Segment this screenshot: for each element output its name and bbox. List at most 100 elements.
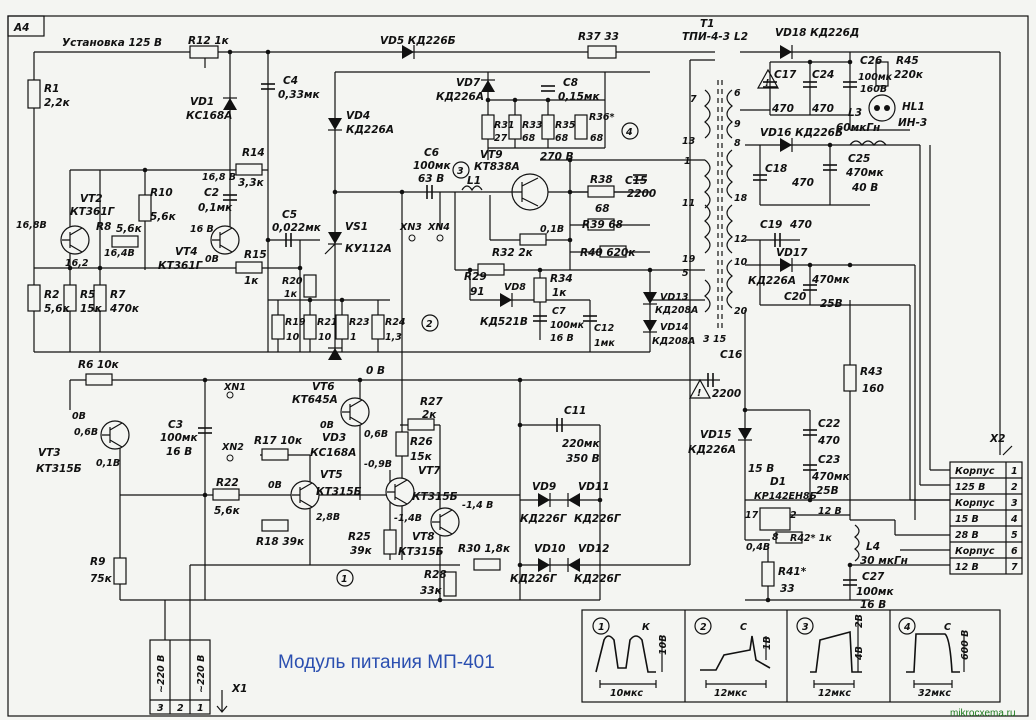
resistor-r8 xyxy=(111,235,139,248)
sheet-frame xyxy=(7,15,1029,717)
svg-text:ИН-3: ИН-3 xyxy=(898,117,927,129)
svg-text:13: 13 xyxy=(682,136,696,147)
svg-text:2: 2 xyxy=(790,510,797,521)
svg-text:2,2к: 2,2к xyxy=(44,97,71,109)
resistor-r14 xyxy=(235,163,263,176)
svg-text:0В: 0В xyxy=(320,420,334,431)
svg-text:R17 10к: R17 10к xyxy=(254,435,303,447)
svg-text:33: 33 xyxy=(780,583,795,595)
svg-text:!: ! xyxy=(697,388,701,399)
resistor-r29 xyxy=(477,263,505,276)
regulator-d1 xyxy=(759,507,791,531)
svg-text:C25: C25 xyxy=(848,153,870,165)
svg-text:КД226Г: КД226Г xyxy=(574,573,622,585)
svg-text:0В: 0В xyxy=(268,480,282,491)
transistor-vt7 xyxy=(385,477,415,507)
resistor-r37 xyxy=(587,45,617,59)
svg-text:VT7: VT7 xyxy=(418,465,441,477)
svg-text:КТ315Б: КТ315Б xyxy=(398,546,444,558)
svg-text:16,8В: 16,8В xyxy=(16,220,47,231)
resistor-r43 xyxy=(843,364,857,392)
svg-text:КД226А: КД226А xyxy=(436,91,484,103)
svg-text:1,3: 1,3 xyxy=(385,332,402,343)
svg-text:R8: R8 xyxy=(96,221,111,233)
svg-text:R35: R35 xyxy=(555,120,576,131)
waveform-amplitude: 4В xyxy=(854,646,865,661)
test-points xyxy=(226,234,444,462)
svg-text:КР142ЕН8Б: КР142ЕН8Б xyxy=(754,491,817,502)
svg-text:VT6: VT6 xyxy=(312,381,335,393)
watermark: mikrocxema.ru xyxy=(950,708,1016,719)
diode-vd16 xyxy=(780,138,792,152)
svg-text:КТ361Г: КТ361Г xyxy=(70,206,116,218)
svg-text:XN3: XN3 xyxy=(399,222,422,233)
svg-text:R32 2к: R32 2к xyxy=(492,247,534,259)
x2-row-pin: 6 xyxy=(1011,546,1018,557)
warning-icons: ! ! xyxy=(688,68,780,399)
x2-row-pin: 3 xyxy=(1011,498,1018,509)
svg-text:15к: 15к xyxy=(80,303,103,315)
svg-text:C19: C19 xyxy=(760,219,782,231)
svg-text:!: ! xyxy=(765,78,769,89)
svg-text:16,4В: 16,4В xyxy=(104,248,135,259)
diode-vd9 xyxy=(538,493,550,507)
svg-text:270 В: 270 В xyxy=(540,151,574,163)
svg-text:VD9: VD9 xyxy=(532,481,556,493)
resistor-r26 xyxy=(395,431,409,457)
waveform-amplitude: 600 В xyxy=(960,630,971,660)
waveform-number: 2 xyxy=(700,622,707,633)
sheet-id: A4 xyxy=(13,22,29,34)
diode-vd12 xyxy=(568,558,580,572)
transformer-t1 xyxy=(650,80,733,330)
svg-text:КТ838А: КТ838А xyxy=(474,161,520,173)
svg-text:КТ645А: КТ645А xyxy=(292,394,338,406)
svg-text:VD11: VD11 xyxy=(578,481,609,493)
svg-text:10: 10 xyxy=(318,332,332,343)
svg-text:33к: 33к xyxy=(420,585,443,597)
svg-text:R5: R5 xyxy=(80,289,95,301)
diode-vd3 xyxy=(328,348,342,360)
svg-text:19: 19 xyxy=(682,254,696,265)
svg-text:160В: 160В xyxy=(860,84,887,95)
svg-text:VT8: VT8 xyxy=(412,531,435,543)
svg-text:R26: R26 xyxy=(410,436,433,448)
svg-text:10: 10 xyxy=(734,257,748,268)
svg-text:C3: C3 xyxy=(168,419,183,431)
diode-vd7 xyxy=(481,80,495,92)
svg-text:0 В: 0 В xyxy=(366,365,385,377)
svg-text:VD3: VD3 xyxy=(322,432,346,444)
svg-text:15: 15 xyxy=(713,334,727,345)
waveform-number: 4 xyxy=(903,622,911,633)
transistor-vt2 xyxy=(60,225,90,255)
svg-text:R9: R9 xyxy=(90,556,105,568)
svg-text:220мк: 220мк xyxy=(562,438,601,450)
svg-text:R45: R45 xyxy=(896,55,919,67)
diode-vd15 xyxy=(738,428,752,440)
svg-text:R14: R14 xyxy=(242,147,265,159)
svg-text:5,6к: 5,6к xyxy=(214,505,241,517)
svg-text:220к: 220к xyxy=(894,69,924,81)
svg-text:~220 В: ~220 В xyxy=(156,655,167,693)
svg-text:VT5: VT5 xyxy=(320,469,343,481)
svg-text:0,6В: 0,6В xyxy=(74,427,98,438)
svg-text:160: 160 xyxy=(862,383,884,395)
resistor-r25 xyxy=(383,529,397,555)
svg-text:HL1: HL1 xyxy=(902,101,925,113)
svg-text:C26: C26 xyxy=(860,55,882,67)
svg-text:R43: R43 xyxy=(860,366,883,378)
svg-text:25В: 25В xyxy=(820,298,843,310)
svg-text:C11: C11 xyxy=(564,405,586,417)
svg-text:L4: L4 xyxy=(866,541,880,553)
svg-text:C4: C4 xyxy=(283,75,298,87)
svg-text:L3: L3 xyxy=(848,107,862,119)
svg-text:C17: C17 xyxy=(774,69,797,81)
sheet-id-box xyxy=(7,15,45,37)
diode-vd13 xyxy=(643,292,657,304)
svg-text:R18 39к: R18 39к xyxy=(256,536,305,548)
waveform-period: 12мкс xyxy=(714,688,747,699)
svg-text:R39 68: R39 68 xyxy=(582,219,623,231)
svg-text:100мк: 100мк xyxy=(413,160,452,172)
svg-text:КД226А: КД226А xyxy=(748,275,796,287)
